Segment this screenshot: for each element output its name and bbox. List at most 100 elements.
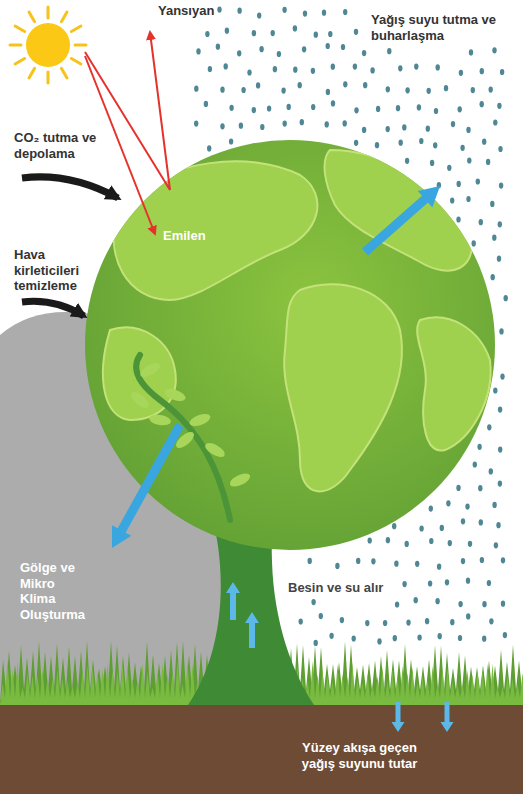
rain-drop <box>395 601 399 607</box>
rain-drop <box>482 636 486 642</box>
uptake-arrow <box>245 612 259 648</box>
callout-label: Hava kirleticileri temizleme <box>14 247 102 294</box>
rain-drop <box>281 88 285 94</box>
rain-drop <box>354 140 358 146</box>
rain-drop <box>480 68 484 74</box>
rain-drop <box>456 485 460 491</box>
rain-drop <box>371 558 375 564</box>
rain-drop <box>239 123 243 129</box>
rain-drop <box>498 146 502 152</box>
rain-drop <box>308 558 312 564</box>
rain-drop <box>196 48 200 54</box>
rain-drop <box>375 142 379 148</box>
rain-drop <box>405 541 409 547</box>
rain-drop <box>500 374 504 380</box>
rain-drop <box>451 121 455 127</box>
sun <box>10 7 86 83</box>
continents <box>103 150 491 491</box>
rain-drop <box>370 67 374 73</box>
tree-branch <box>136 355 230 520</box>
soil <box>0 700 523 794</box>
rain-drop <box>497 103 501 109</box>
rain-drop <box>460 145 464 151</box>
rain-drop <box>498 481 502 487</box>
continent-shape <box>284 284 402 491</box>
rain-drop <box>252 107 256 113</box>
rain-drop <box>465 504 469 510</box>
rain-drop <box>205 31 209 37</box>
rain-drop <box>458 106 462 112</box>
rain-drop <box>458 635 462 641</box>
rain-drop <box>458 601 462 607</box>
rain-drop <box>217 7 221 13</box>
rain-drop <box>417 104 421 110</box>
rain-drop <box>331 100 335 106</box>
rain-drop <box>492 47 496 53</box>
rain-drop <box>419 138 423 144</box>
rain-drop <box>436 64 440 70</box>
rain-drop <box>368 537 372 543</box>
rain-drop <box>398 65 402 71</box>
rain-drop <box>194 121 198 127</box>
rain-drop <box>489 618 493 624</box>
rain-drop <box>503 632 507 638</box>
rain-drop <box>478 485 482 491</box>
rain-drop <box>466 613 470 619</box>
rain-drop <box>450 619 454 625</box>
rain-drop <box>386 537 390 543</box>
rain-drop <box>314 32 318 38</box>
rain-drop <box>498 407 502 413</box>
rain-drop <box>467 157 471 163</box>
rain-drop <box>414 597 418 603</box>
rain-drop <box>493 387 497 393</box>
rain-drop <box>402 581 406 587</box>
rain-drop <box>500 69 504 75</box>
rain-drop <box>498 221 502 227</box>
leaf <box>188 412 212 429</box>
rain-drop <box>494 542 498 548</box>
rain-drop <box>287 104 291 110</box>
callout-label: Yüzey akışa geçen yağış suyunu tutar <box>292 740 427 771</box>
rain-drop <box>469 49 473 55</box>
rain-drop <box>229 138 233 144</box>
rain-drop <box>393 635 397 641</box>
rain-drop <box>492 235 496 241</box>
rain-drop <box>216 44 220 50</box>
rain-drop <box>386 86 390 92</box>
rain-drop <box>499 183 503 189</box>
rain-drop <box>394 561 398 567</box>
rain-drop <box>293 25 297 31</box>
rain-drop <box>298 82 302 88</box>
rain-drop <box>487 424 491 430</box>
rain-drop <box>468 541 472 547</box>
rain-drop <box>267 105 271 111</box>
rain-drop <box>354 107 358 113</box>
rain-drop <box>482 139 486 145</box>
rain-drop <box>466 578 470 584</box>
rain-drop <box>461 518 465 524</box>
rain-drop <box>426 126 430 132</box>
rain-drop <box>399 140 403 146</box>
rain-drop <box>406 620 410 626</box>
rain-drop <box>247 69 251 75</box>
rain-drop <box>383 620 387 626</box>
rain-drop <box>396 105 400 111</box>
rain-drop <box>293 67 297 73</box>
rain-drop <box>311 599 315 605</box>
sun-ray <box>47 7 50 18</box>
rain-drop <box>457 181 461 187</box>
rain-drop <box>365 620 369 626</box>
sun-disc <box>26 23 70 67</box>
rain-drop <box>415 561 419 567</box>
rain-drop <box>437 564 441 570</box>
rain-drop <box>472 240 476 246</box>
rain-drop <box>329 633 333 639</box>
rain-drop <box>493 119 497 125</box>
rain-drop <box>461 558 465 564</box>
rain-drop <box>273 66 277 72</box>
leaf <box>163 387 187 404</box>
rain-drop <box>479 519 483 525</box>
rain-drop <box>405 158 409 164</box>
pollutant-arrow <box>22 301 84 316</box>
